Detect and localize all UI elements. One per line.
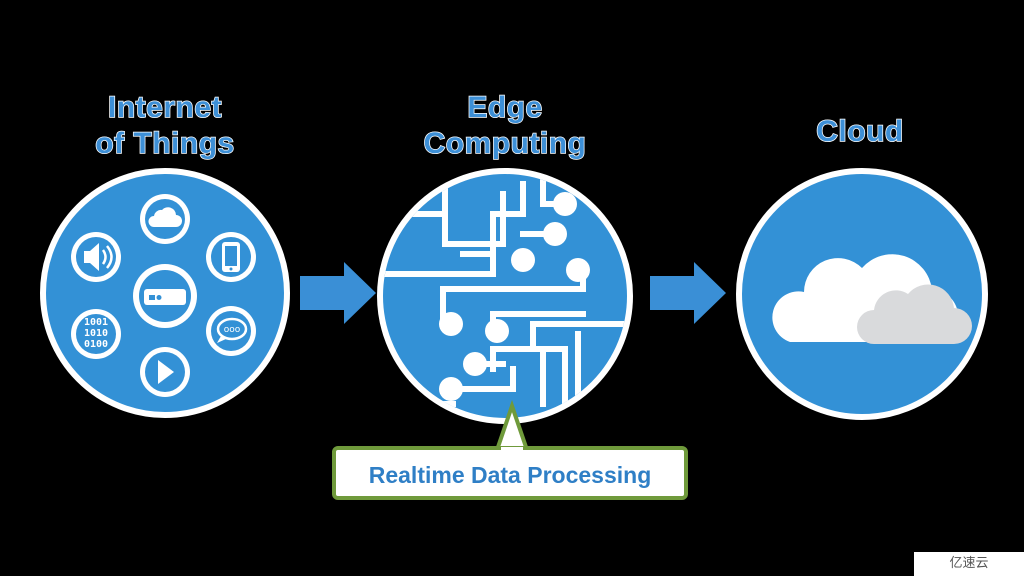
circuit-icon bbox=[383, 174, 627, 418]
watermark-text: 亿速云 bbox=[949, 556, 989, 571]
smartphone-icon bbox=[206, 232, 256, 282]
chat-dots: ooo bbox=[224, 325, 241, 335]
callout-label: Realtime Data Processing bbox=[368, 462, 652, 488]
iot-title-line2: of Things bbox=[95, 126, 235, 161]
speaker-icon bbox=[71, 232, 121, 282]
cloud-icon bbox=[140, 194, 190, 244]
arrow-right-icon bbox=[650, 262, 726, 324]
cloud-circle bbox=[736, 168, 988, 420]
cloud-pair-icon bbox=[772, 254, 972, 344]
iot-title: Internet of Things bbox=[40, 90, 290, 162]
chat-bubble-icon: ooo bbox=[206, 306, 256, 356]
binary-line3: 0100 bbox=[84, 339, 108, 350]
binary-line2: 1010 bbox=[84, 328, 108, 339]
iot-icons: 1001 1010 0100 ooo bbox=[71, 194, 256, 397]
iot-title-line1: Internet bbox=[107, 90, 222, 125]
watermark: 亿速云 bbox=[914, 552, 1024, 576]
iot-circle: 1001 1010 0100 ooo bbox=[40, 168, 290, 418]
edge-circle bbox=[377, 168, 633, 424]
binary-line1: 1001 bbox=[84, 317, 108, 328]
cloud-title: Cloud bbox=[816, 114, 904, 149]
edge-title-line2: Computing bbox=[423, 126, 587, 161]
binary-data-icon: 1001 1010 0100 bbox=[71, 309, 121, 359]
arrow-right-icon bbox=[300, 262, 376, 324]
realtime-data-processing-callout: Realtime Data Processing bbox=[332, 446, 688, 500]
edge-title-line1: Edge bbox=[467, 90, 543, 125]
edge-title: Edge Computing bbox=[380, 90, 630, 162]
play-icon bbox=[140, 347, 190, 397]
router-icon bbox=[133, 264, 197, 328]
